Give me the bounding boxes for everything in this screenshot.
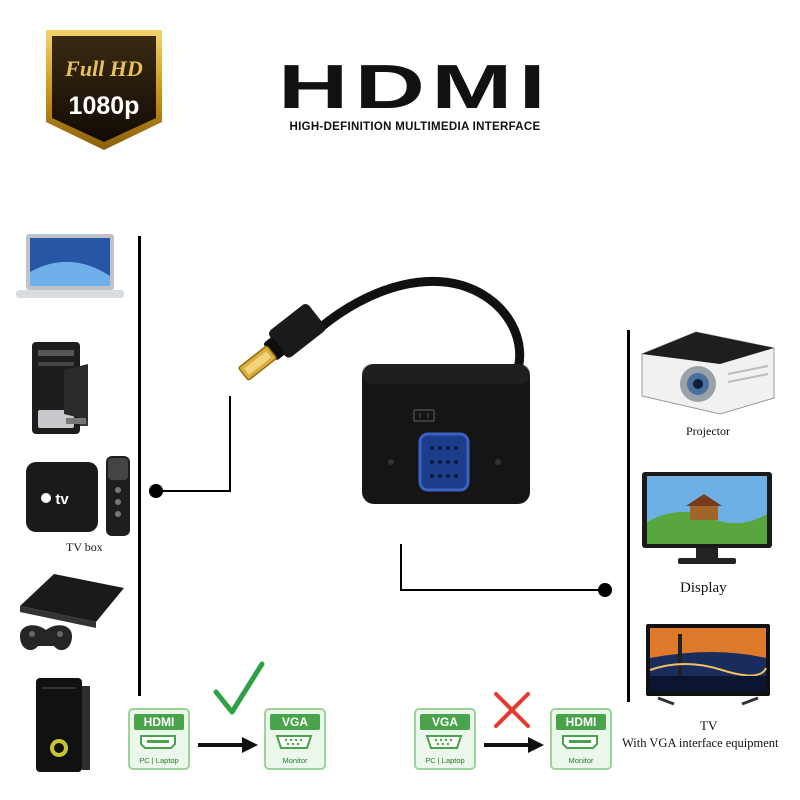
- check-mark-icon: [213, 661, 265, 715]
- svg-text:tv: tv: [55, 491, 69, 508]
- tv-icon: [646, 624, 770, 706]
- left-divider-line: [138, 236, 141, 696]
- projector-icon: [641, 331, 775, 415]
- display-label: Display: [680, 580, 727, 596]
- arrow-right-icon: [198, 737, 258, 753]
- monitor-side-icon: [64, 364, 88, 424]
- hdmi-logo: HDMI: [278, 60, 552, 112]
- hdmi-subtitle: HIGH-DEFINITION MULTIMEDIA INTERFACE: [289, 121, 541, 133]
- game-console-icon: [20, 574, 124, 651]
- badge-full-hd-text: Full HD: [64, 56, 143, 81]
- hdmi-port-icon: [562, 735, 598, 749]
- right-connector-vertical: [400, 544, 402, 591]
- tv-box-label: TV box: [66, 540, 103, 554]
- left-connector-vertical: [229, 396, 231, 492]
- vga-source-box: VGA PC | Laptop: [414, 708, 476, 770]
- hdmi-port-icon: [140, 735, 176, 749]
- projector-label: Projector: [686, 424, 730, 438]
- vga-source-tag: VGA: [420, 714, 470, 730]
- hdmi-to-vga-adapter: [238, 276, 530, 504]
- right-divider-line: [627, 330, 630, 702]
- display-monitor-icon: [642, 472, 772, 564]
- left-connection-dot: [149, 484, 163, 498]
- laptop-icon: [16, 234, 124, 298]
- hdmi-source-box: HDMI PC | Laptop: [128, 708, 190, 770]
- xbox-console-icon: [36, 678, 90, 772]
- vga-monitor-caption: Monitor: [282, 756, 308, 765]
- hdmi-monitor-box: HDMI Monitor: [550, 708, 612, 770]
- vga-port-icon: [275, 735, 313, 749]
- vga-monitor-box: VGA Monitor: [264, 708, 326, 770]
- hdmi-wordmark: HDMI: [278, 60, 552, 112]
- hdmi-source-tag: HDMI: [134, 714, 184, 730]
- hdmi-source-caption: PC | Laptop: [139, 756, 179, 765]
- tv-vga-equipment-label: With VGA interface equipment: [622, 736, 779, 750]
- full-hd-badge: Full HD 1080p: [46, 30, 162, 150]
- apple-tv-box-icon: tv: [26, 456, 130, 536]
- left-connector-line: [160, 490, 230, 492]
- right-connection-dot: [598, 583, 612, 597]
- hdmi-monitor-tag: HDMI: [556, 714, 606, 730]
- tv-label: TV: [700, 718, 718, 733]
- vga-monitor-tag: VGA: [270, 714, 320, 730]
- vga-source-caption: PC | Laptop: [425, 756, 465, 765]
- vga-port-icon: [425, 735, 463, 749]
- badge-1080p-text: 1080p: [69, 92, 140, 120]
- cross-mark-icon: [494, 692, 530, 728]
- arrow-right-icon: [484, 737, 544, 753]
- hdmi-monitor-caption: Monitor: [568, 756, 594, 765]
- right-connector-line: [400, 589, 600, 591]
